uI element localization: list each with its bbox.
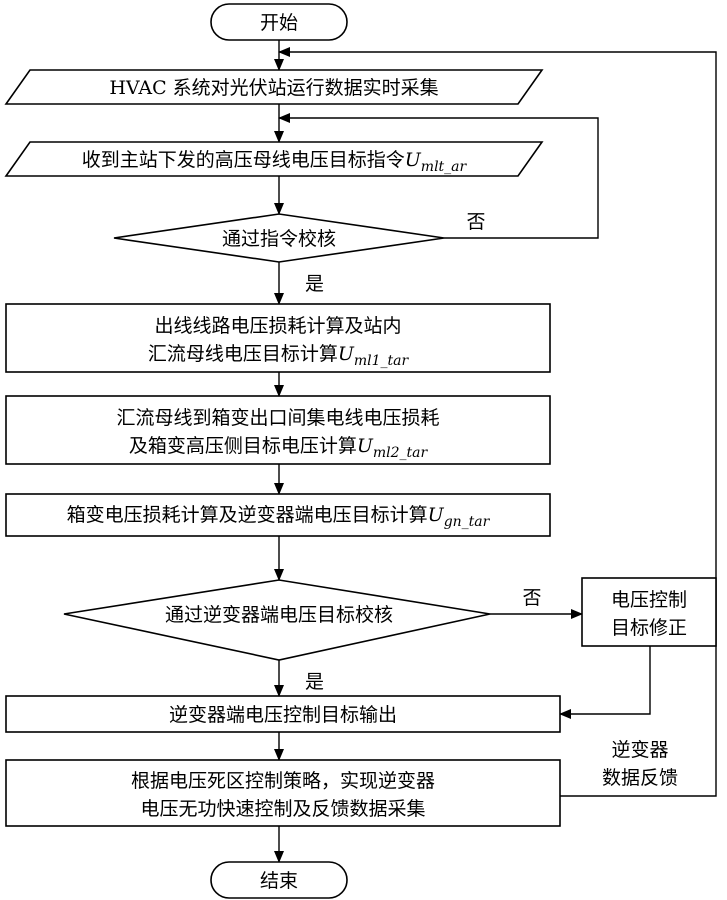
- start-terminator: 开始: [210, 3, 348, 41]
- line-voltage-loss-process: 出线线路电压损耗计算及站内 汇流母线电压目标计算Uml1_tar: [5, 303, 551, 373]
- target-correction-line1: 电压控制: [611, 589, 687, 611]
- command-check-decision: 通过指令校核: [113, 213, 445, 263]
- target-output-label: 逆变器端电压控制目标输出: [169, 704, 397, 726]
- control-line1: 根据电压死区控制策略，实现逆变器: [131, 770, 435, 792]
- inverter-check-decision: 通过逆变器端电压目标校核: [63, 579, 491, 661]
- control-process: 根据电压死区控制策略，实现逆变器 电压无功快速控制及反馈数据采集: [5, 759, 561, 827]
- start-label: 开始: [260, 12, 298, 34]
- arrow-feedback-loop: [278, 47, 717, 797]
- end-terminator: 结束: [210, 861, 348, 899]
- line-voltage-loss-line1: 出线线路电压损耗计算及站内: [154, 315, 401, 337]
- collect-data-label: HVAC 系统对光伏站运行数据实时采集: [109, 77, 438, 99]
- check2-no-label: 否: [522, 587, 541, 609]
- target-correction-process: 电压控制 目标修正: [581, 577, 717, 647]
- collector-line-loss-process: 汇流母线到箱变出口间集电线电压损耗 及箱变高压侧目标电压计算Uml2_tar: [5, 395, 551, 465]
- arrow-check1-no-loop: [278, 113, 599, 239]
- collect-data-io: HVAC 系统对光伏站运行数据实时采集: [4, 69, 544, 105]
- inverter-target-label: 箱变电压损耗计算及逆变器端电压目标计算Ugn_tar: [67, 504, 491, 530]
- check2-yes-label: 是: [305, 671, 324, 693]
- feedback-label-line1: 逆变器: [611, 739, 668, 761]
- receive-command-io: 收到主站下发的高压母线电压目标指令Umlt_ar: [4, 141, 544, 177]
- collector-line-loss-line1: 汇流母线到箱变出口间集电线电压损耗: [116, 407, 439, 429]
- check1-yes-label: 是: [305, 273, 324, 295]
- command-check-label: 通过指令校核: [222, 228, 336, 250]
- arrow-correction-to-output: [559, 646, 651, 719]
- control-line2: 电压无功快速控制及反馈数据采集: [140, 798, 425, 820]
- line-voltage-loss-line2: 汇流母线电压目标计算Uml1_tar: [148, 343, 410, 369]
- end-label: 结束: [260, 870, 298, 892]
- check1-no-label: 否: [466, 211, 485, 233]
- collector-line-loss-line2: 及箱变高压侧目标电压计算Uml2_tar: [129, 435, 429, 461]
- target-correction-line2: 目标修正: [611, 617, 687, 639]
- inverter-target-process: 箱变电压损耗计算及逆变器端电压目标计算Ugn_tar: [5, 493, 551, 537]
- inverter-check-label: 通过逆变器端电压目标校核: [165, 604, 393, 626]
- connectors: [274, 40, 717, 863]
- target-output-process: 逆变器端电压控制目标输出: [5, 695, 561, 733]
- receive-command-label: 收到主站下发的高压母线电压目标指令Umlt_ar: [82, 149, 468, 175]
- feedback-label-line2: 数据反馈: [602, 767, 678, 789]
